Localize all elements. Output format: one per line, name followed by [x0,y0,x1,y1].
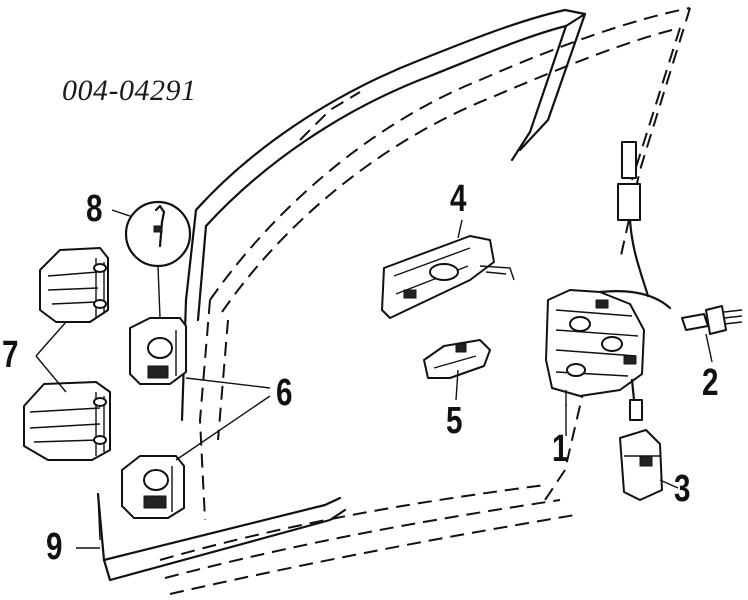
hinge-upper [39,247,109,323]
lock-cable [617,141,650,298]
door-panel-outline [159,7,691,595]
door-hinge-upper [129,317,187,385]
lock-actuator [619,378,663,501]
striker-screw [681,305,743,335]
lock-assembly [545,289,672,406]
callout-3: 3 [674,468,691,510]
callout-5: 5 [446,400,463,442]
callout-6: 6 [276,372,293,414]
callout-8: 8 [86,188,103,230]
lock-clip [423,339,491,379]
callout-7: 7 [2,334,19,376]
pin-detail [124,200,192,319]
reference-code: 004-04291 [62,74,197,107]
callout-9: 9 [46,526,63,568]
weatherstrip [96,492,347,582]
window-frame [180,8,587,422]
inside-handle [381,235,515,319]
callout-1: 1 [552,428,569,470]
callout-4: 4 [450,178,467,220]
hinge-lower [23,381,111,461]
door-hinge-lower [121,455,185,519]
leader-lines [35,209,713,549]
callout-2: 2 [702,362,719,404]
